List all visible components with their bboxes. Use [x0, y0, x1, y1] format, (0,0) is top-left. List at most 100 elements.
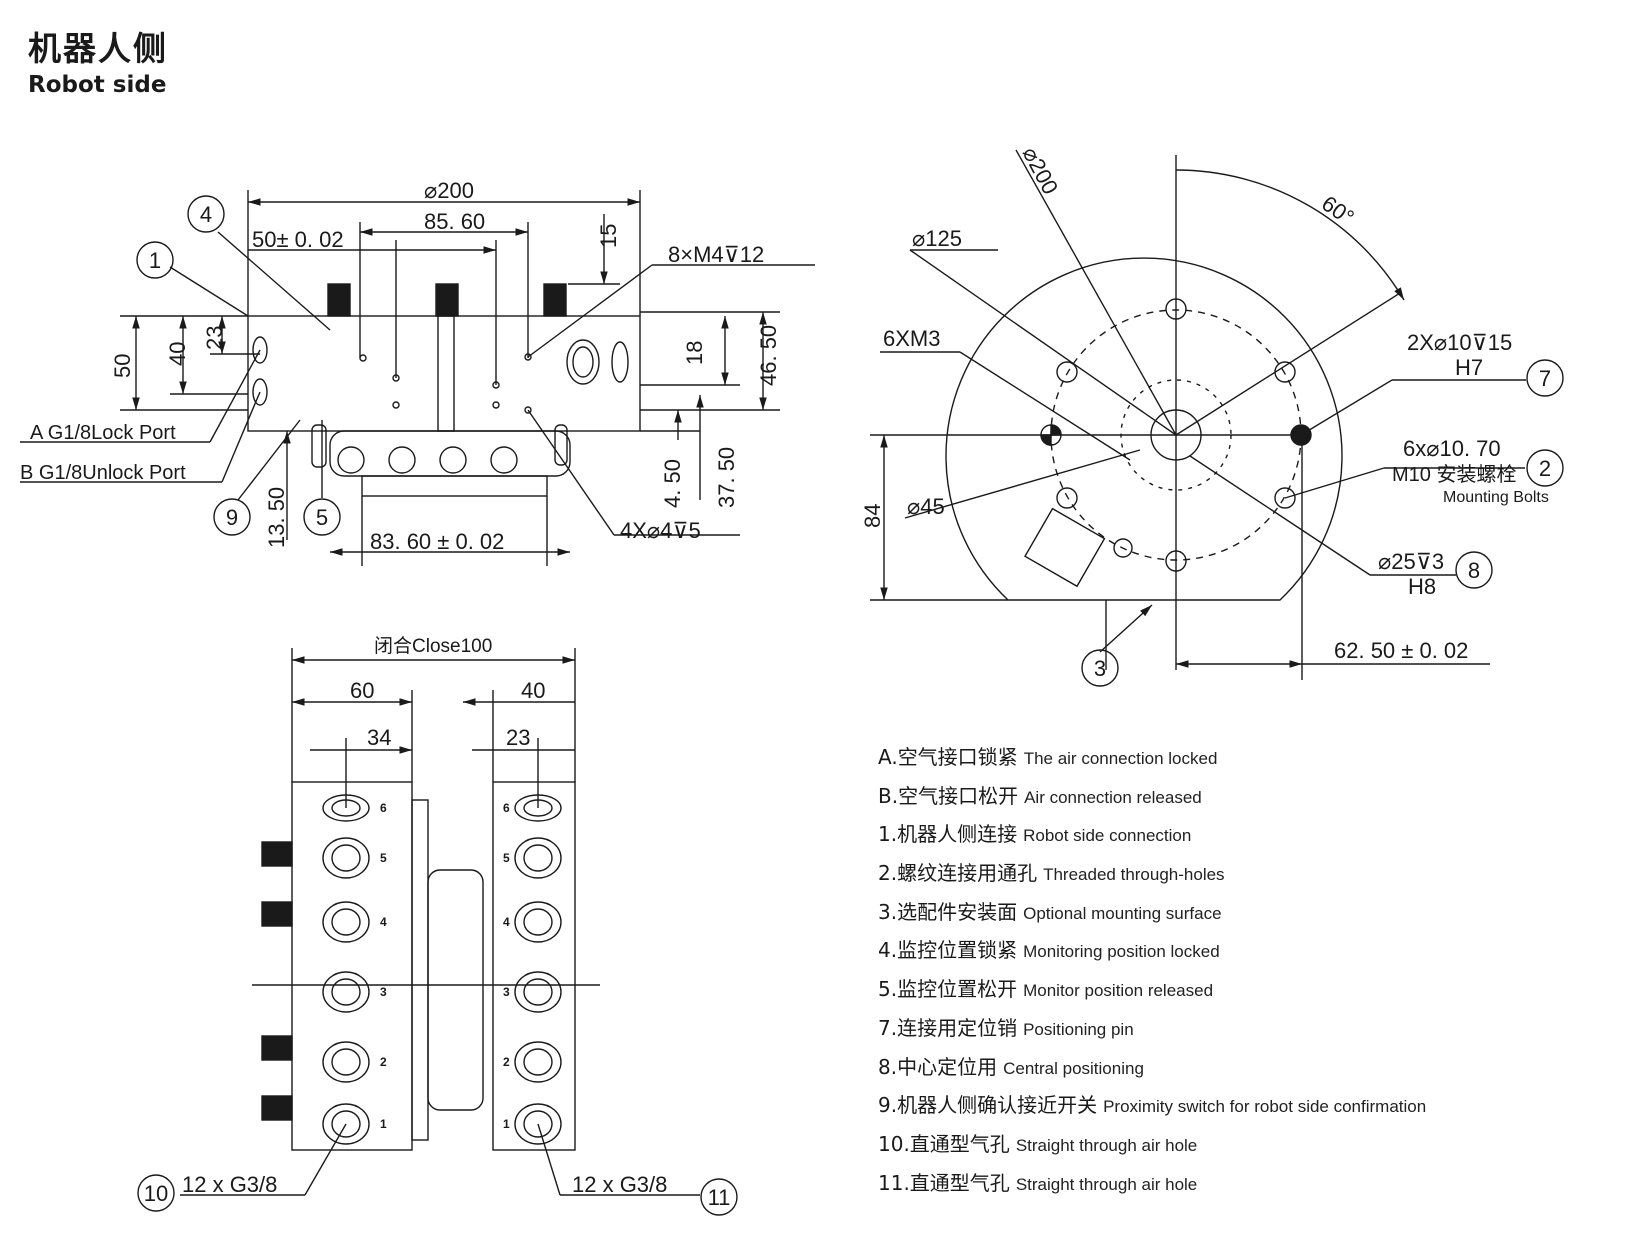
- dim-8xm4: 8×M4⊽12: [668, 242, 764, 267]
- dim-close100: 闭合Close100: [374, 635, 492, 657]
- front-view: [137, 648, 738, 1216]
- connector-block: [1024, 507, 1106, 588]
- dim-13-50: 13. 50: [264, 487, 289, 548]
- side-view-labels: ⌀200 85. 60 50± 0. 02 15 8×M4⊽12 50 40 2…: [20, 178, 781, 554]
- left-side-plate: [411, 799, 429, 1141]
- callout-5: [303, 498, 341, 536]
- dim-dia125: ⌀125: [912, 226, 962, 251]
- port-number: 3: [380, 985, 387, 999]
- side-body: [247, 315, 641, 432]
- page-title-en: Robot side: [28, 72, 167, 98]
- dim-mounting-bolts: Mounting Bolts: [1443, 489, 1549, 506]
- dim-dia200: ⌀200: [424, 178, 474, 203]
- callout-11-label: 11: [708, 1185, 731, 1210]
- port-number: 1: [380, 1117, 387, 1131]
- dim-4x4: 4X⌀4⊽5: [620, 518, 701, 543]
- port-number: 4: [503, 915, 510, 929]
- dim-4-50: 4. 50: [660, 459, 685, 508]
- dim-2x10: 2X⌀10⊽15: [1407, 330, 1512, 355]
- dim-37-50: 37. 50: [714, 447, 739, 508]
- port-number: 1: [503, 1117, 510, 1131]
- small-hole: [1113, 538, 1133, 558]
- dim-50-tol: 50± 0. 02: [252, 227, 344, 252]
- side-hole: [490, 446, 518, 474]
- side-bottom-plate: [361, 475, 548, 497]
- dim-6x10-70: 6x⌀10. 70: [1403, 436, 1501, 461]
- callout-4: [187, 195, 225, 233]
- dim-40: 40: [521, 678, 545, 703]
- side-lower-ring: [329, 430, 571, 477]
- port-number: 2: [503, 1055, 510, 1069]
- dim-m10: M10 安装螺栓: [1392, 463, 1516, 486]
- callout-7: [1526, 359, 1564, 397]
- dim-dia45: ⌀45: [907, 494, 945, 519]
- left-ports: [322, 794, 370, 1145]
- side-port: [566, 339, 600, 385]
- side-top-block: [543, 283, 567, 317]
- callout-2: [1526, 449, 1564, 487]
- side-port-b: [252, 378, 268, 406]
- side-view: [20, 190, 815, 566]
- dim-85-60: 85. 60: [424, 209, 485, 234]
- port-number: 6: [380, 801, 387, 815]
- right-block: [492, 781, 576, 1151]
- callout-7-label: 7: [1539, 366, 1551, 391]
- dim-18: 18: [682, 341, 707, 365]
- dim-top-dia200: ⌀200: [1018, 143, 1064, 199]
- side-stub: [554, 424, 568, 466]
- port-b-label: B G1/8Unlock Port: [20, 462, 186, 484]
- port-number: 6: [503, 801, 510, 815]
- callout-9-label: 9: [226, 505, 238, 530]
- dim-23: 23: [202, 326, 227, 350]
- callout-9: [213, 498, 251, 536]
- side-port-a: [252, 336, 268, 364]
- dim-h7: H7: [1455, 355, 1483, 380]
- bolt-hole: [1274, 361, 1296, 383]
- top-view: [870, 149, 1564, 687]
- port-number: 5: [503, 851, 510, 865]
- dim-62-50: 62. 50 ± 0. 02: [1334, 638, 1468, 663]
- callout-10-label: 10: [144, 1181, 168, 1206]
- left-block: [291, 781, 413, 1151]
- dim-23: 23: [506, 725, 530, 750]
- port-number: 5: [380, 851, 387, 865]
- callout-4-label: 4: [200, 202, 212, 227]
- dim-34: 34: [367, 725, 391, 750]
- dim-15: 15: [596, 224, 621, 248]
- side-top-block: [327, 283, 351, 317]
- port-number: 3: [503, 985, 510, 999]
- side-pin: [437, 315, 455, 432]
- callout-3-label: 3: [1094, 656, 1106, 681]
- front-view-labels: 闭合Close100 60 40 34 23 12 x G3/8 12 x G3…: [144, 635, 731, 1210]
- proximity-switch: [311, 424, 327, 468]
- callout-8: [1455, 551, 1493, 589]
- callout-1: [136, 241, 174, 279]
- flange-outline: [945, 257, 1343, 601]
- side-port: [611, 341, 629, 383]
- side-hole: [439, 446, 467, 474]
- callout-3: [1081, 649, 1119, 687]
- callout-2-label: 2: [1539, 456, 1551, 481]
- port-a-label: A G1/8Lock Port: [30, 422, 176, 444]
- callout-5-label: 5: [316, 505, 328, 530]
- callout-11: [700, 1178, 738, 1216]
- callout-8-label: 8: [1468, 558, 1480, 583]
- dim-46-50: 46. 50: [756, 325, 781, 386]
- bolt-hole: [1274, 487, 1296, 509]
- port-left-label: 12 x G3/8: [182, 1172, 277, 1197]
- right-ports: [514, 794, 562, 1145]
